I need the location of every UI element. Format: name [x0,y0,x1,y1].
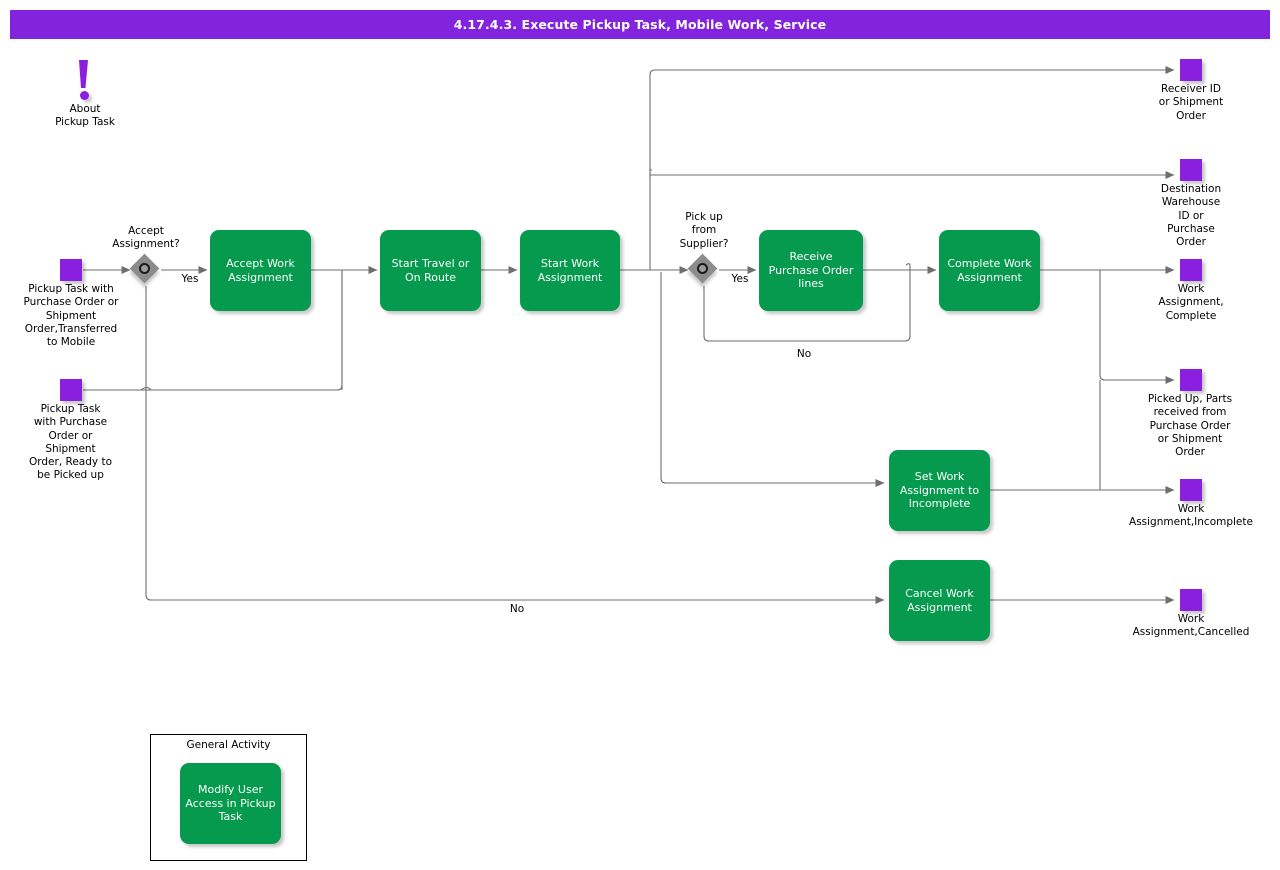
gateway-ring-icon [696,262,708,274]
end-event-work-assignment-incomplete[interactable] [1180,479,1202,501]
task-cancel-work-assignment[interactable]: Cancel Work Assignment [889,560,990,641]
exclamation-dot [79,91,89,100]
task-start-work-assignment[interactable]: Start Work Assignment [520,230,620,311]
pick-up-from-supplier-gateway-label: Pick up from Supplier? [679,211,729,250]
start-event-label-ready-to-be-picked-up: Pickup Task with Purchase Order or Shipm… [29,403,112,482]
task-label: Accept Work Assignment [226,257,295,284]
task-label: Start Travel or On Route [391,257,470,284]
end-event-label-receiver-id: Receiver ID or Shipment Order [1158,83,1224,122]
task-start-travel-or-on-route[interactable]: Start Travel or On Route [380,230,481,311]
flow-label-accept-yes: Yes [181,273,199,285]
task-receive-purchase-order-lines[interactable]: Receive Purchase Order lines [759,230,863,311]
start-event-pickup-task-ready-to-be-picked-up[interactable] [60,379,82,401]
page-title: 4.17.4.3. Execute Pickup Task, Mobile Wo… [10,10,1270,39]
task-label: Complete Work Assignment [947,257,1032,284]
task-complete-work-assignment[interactable]: Complete Work Assignment [939,230,1040,311]
exclamation-icon [76,60,94,104]
flow-label-supplier-yes: Yes [731,273,749,285]
exclamation-bar [79,60,88,88]
task-label: Set Work Assignment to Incomplete [899,470,980,511]
flow-label-accept-no: No [509,603,525,615]
accept-assignment-gateway[interactable] [129,253,161,285]
task-label: Receive Purchase Order lines [768,250,854,291]
end-event-work-assignment-complete[interactable] [1180,259,1202,281]
legend-title: General Activity [186,739,271,751]
about-pickup-task-label: About Pickup Task [55,103,115,129]
end-event-label-destination-warehouse: Destination Warehouse ID or Purchase Ord… [1160,183,1222,249]
start-event-pickup-task-transferred-to-mobile[interactable] [60,259,82,281]
task-label: Start Work Assignment [537,257,603,284]
end-event-destination-warehouse-id-or-purchase-order[interactable] [1180,159,1202,181]
task-accept-work-assignment[interactable]: Accept Work Assignment [210,230,311,311]
legend-task-modify-user-access-in-pickup-task[interactable]: Modify User Access in Pickup Task [180,763,281,844]
end-event-label-work-assignment-complete: Work Assignment, Complete [1158,283,1224,322]
start-event-label-transferred-to-mobile: Pickup Task with Purchase Order or Shipm… [23,283,119,349]
task-set-work-assignment-to-incomplete[interactable]: Set Work Assignment to Incomplete [889,450,990,531]
end-event-label-work-assignment-cancelled: Work Assignment,Cancelled [1132,613,1250,639]
end-event-receiver-id-or-shipment-order[interactable] [1180,59,1202,81]
end-event-label-work-assignment-incomplete: Work Assignment,Incomplete [1129,503,1253,529]
gateway-ring-icon [138,262,150,274]
task-label: Cancel Work Assignment [905,587,974,614]
end-event-picked-up-parts-received[interactable] [1180,369,1202,391]
end-event-work-assignment-cancelled[interactable] [1180,589,1202,611]
task-label: Modify User Access in Pickup Task [185,783,276,824]
pick-up-from-supplier-gateway[interactable] [687,253,719,285]
legend-general-activity: General Activity Modify User Access in P… [150,734,307,861]
end-event-label-picked-up-parts: Picked Up, Parts received from Purchase … [1147,393,1233,459]
flow-label-supplier-no: No [796,348,812,360]
accept-assignment-gateway-label: Accept Assignment? [112,225,180,251]
